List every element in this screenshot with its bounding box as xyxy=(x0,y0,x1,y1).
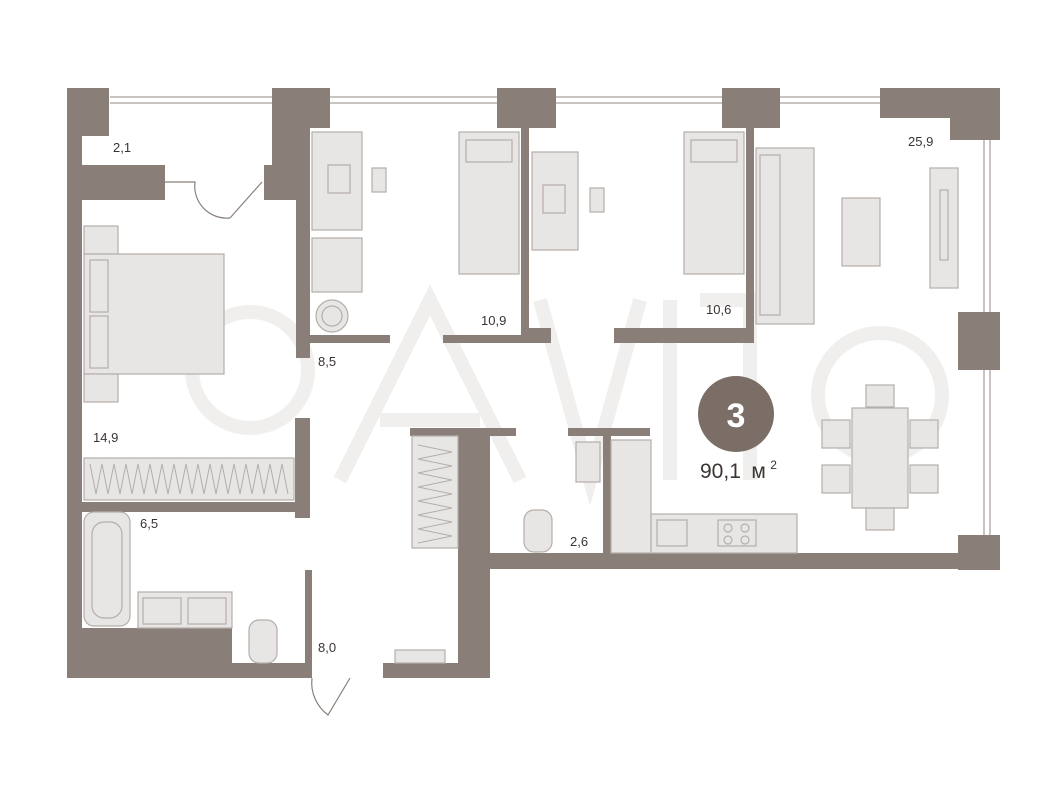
armchair xyxy=(311,237,363,293)
rooms-badge: 3 xyxy=(698,376,774,452)
rooms-count: 3 xyxy=(727,397,746,435)
tv-stand xyxy=(929,167,959,289)
room-area-wc: 2,6 xyxy=(570,534,588,549)
total-area-unit: м xyxy=(751,460,765,483)
room-area-bedroom-3: 10,6 xyxy=(706,302,731,317)
nightstand-bottom xyxy=(83,373,119,403)
room-area-living-kitchen: 25,9 xyxy=(908,134,933,149)
room-area-bathroom: 6,5 xyxy=(140,516,158,531)
bath-toilet xyxy=(248,619,278,664)
room-area-study: 8,5 xyxy=(318,354,336,369)
walls xyxy=(67,88,1000,678)
nightstand-top xyxy=(83,225,119,255)
wc-sink xyxy=(575,441,601,483)
room-area-balcony: 2,1 xyxy=(113,140,131,155)
room-area-bedroom-2: 10,9 xyxy=(481,313,506,328)
room-area-hallway: 8,0 xyxy=(318,640,336,655)
hall-wardrobe xyxy=(411,435,459,549)
fridge xyxy=(610,439,652,554)
total-area: 90,1 м 2 xyxy=(700,458,777,483)
radiator xyxy=(394,649,446,664)
doors xyxy=(165,181,351,716)
wardrobe-hangers xyxy=(89,444,453,544)
toilet xyxy=(523,509,553,553)
furniture xyxy=(83,131,959,664)
total-area-unit-sup: 2 xyxy=(770,458,777,472)
rooms-badge-circle xyxy=(698,376,774,452)
coffee-table xyxy=(841,197,881,267)
room-labels: 2,1 14,9 8,5 10,9 10,6 25,9 6,5 2,6 8,0 xyxy=(93,134,933,655)
windows xyxy=(110,96,991,535)
room-area-master-bedroom: 14,9 xyxy=(93,430,118,445)
total-area-value: 90,1 xyxy=(700,460,741,483)
dining-table xyxy=(851,407,909,509)
